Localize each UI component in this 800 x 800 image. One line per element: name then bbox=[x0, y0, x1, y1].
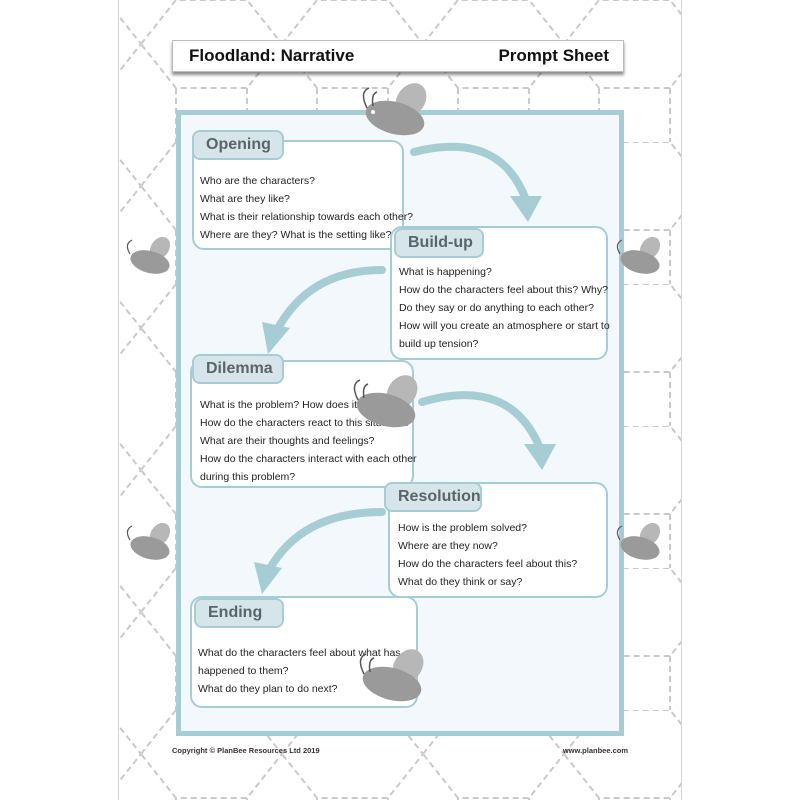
page-title: Floodland: Narrative bbox=[189, 46, 355, 65]
list-item: Who are the characters? bbox=[200, 175, 315, 187]
page-subtitle: Prompt Sheet bbox=[498, 46, 609, 65]
bee-icon bbox=[126, 236, 171, 274]
list-item: What are their thoughts and feelings? bbox=[200, 435, 375, 447]
website-link[interactable]: www.planbee.com bbox=[562, 746, 628, 755]
arrowhead-icon bbox=[524, 444, 556, 470]
list-item: during this problem? bbox=[200, 471, 296, 483]
question-list: What do the characters feel about what h… bbox=[198, 644, 401, 698]
list-item: Do they say or do anything to each other… bbox=[399, 302, 594, 314]
opening-tab: Opening bbox=[192, 130, 284, 160]
arrow-dilemma-to-resolution bbox=[418, 391, 544, 452]
list-item: What do they plan to do next? bbox=[198, 683, 338, 695]
question-list: How is the problem solved? Where are the… bbox=[398, 519, 577, 591]
resolution-tab: Resolution bbox=[384, 482, 482, 512]
list-item: How do the characters react to this situ… bbox=[200, 417, 411, 429]
build-up-tab: Build-up bbox=[394, 228, 484, 258]
list-item: How do the characters interact with each… bbox=[200, 453, 417, 465]
list-item: How is the problem solved? bbox=[398, 522, 527, 534]
bee-icon bbox=[362, 83, 427, 136]
bee-icon bbox=[616, 236, 661, 274]
build-up-box bbox=[390, 226, 608, 360]
ending-tab: Ending bbox=[194, 598, 284, 628]
list-item: How do the characters feel about this? W… bbox=[399, 284, 608, 296]
list-item: What do the characters feel about what h… bbox=[198, 647, 401, 659]
list-item: What is happening? bbox=[399, 266, 492, 278]
question-list: What is happening? How do the characters… bbox=[399, 263, 610, 353]
question-list: Who are the characters? What are they li… bbox=[200, 172, 413, 244]
list-item: Where are they? What is the setting like… bbox=[200, 229, 392, 241]
page-header: Floodland: Narrative Prompt Sheet bbox=[172, 40, 624, 72]
question-list: What is the problem? How does it occur? … bbox=[200, 396, 417, 486]
bee-icon bbox=[359, 649, 424, 702]
list-item: What is the problem? How does it occur? bbox=[200, 399, 392, 411]
list-item: How will you create an atmosphere or sta… bbox=[399, 320, 610, 332]
list-item: Where are they now? bbox=[398, 540, 498, 552]
dilemma-tab: Dilemma bbox=[192, 354, 284, 384]
arrowhead-icon bbox=[254, 562, 282, 594]
list-item: build up tension? bbox=[399, 338, 479, 350]
list-item: happened to them? bbox=[198, 665, 289, 677]
arrow-opening-to-buildup bbox=[410, 142, 530, 204]
bee-icon bbox=[126, 522, 171, 560]
list-item: What do they think or say? bbox=[398, 576, 523, 588]
arrowhead-icon bbox=[262, 322, 290, 354]
list-item: What is their relationship towards each … bbox=[200, 211, 414, 223]
bee-icon bbox=[353, 375, 418, 428]
arrow-buildup-to-dilemma bbox=[272, 266, 386, 336]
list-item: How do the characters feel about this? bbox=[398, 558, 578, 570]
copyright-text: Copyright © PlanBee Resources Ltd 2019 bbox=[172, 746, 320, 755]
list-item: What are they like? bbox=[200, 193, 290, 205]
arrow-resolution-to-ending bbox=[264, 508, 386, 576]
arrowhead-icon bbox=[510, 196, 542, 222]
bee-icon bbox=[616, 522, 661, 560]
